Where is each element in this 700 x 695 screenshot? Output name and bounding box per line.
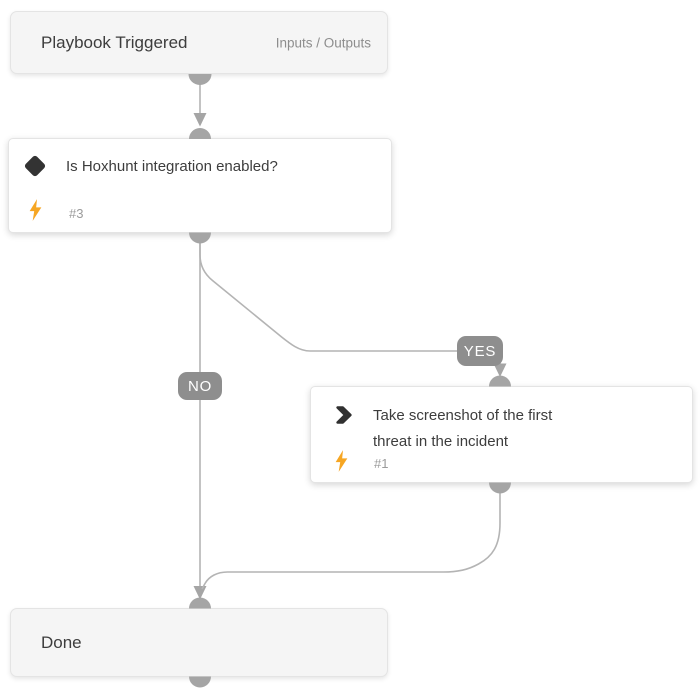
node-condition-is-hoxhunt-enabled[interactable]: Is Hoxhunt integration enabled? #3 bbox=[8, 138, 392, 233]
task-title-line2: threat in the incident bbox=[373, 433, 509, 450]
lightning-bolt-icon bbox=[29, 199, 42, 221]
chevron-right-icon bbox=[334, 405, 354, 425]
lightning-bolt-icon bbox=[335, 450, 348, 472]
connector-done-in[interactable] bbox=[189, 597, 211, 609]
condition-title: Is Hoxhunt integration enabled? bbox=[66, 158, 278, 175]
task-title-line1: Take screenshot of the first bbox=[373, 407, 553, 424]
branch-label-yes: YES bbox=[457, 336, 503, 366]
task-title: Take screenshot of the first threat in t… bbox=[373, 403, 552, 455]
node-playbook-triggered[interactable]: Playbook Triggered Inputs / Outputs bbox=[10, 11, 388, 74]
node-done[interactable]: Done bbox=[10, 608, 388, 677]
condition-task-number: #3 bbox=[69, 206, 84, 221]
connector-done-out[interactable] bbox=[189, 676, 211, 688]
done-title: Done bbox=[41, 632, 82, 652]
branch-label-no: NO bbox=[178, 372, 222, 400]
connector-task-out[interactable] bbox=[489, 482, 511, 494]
arrowhead-into-condition bbox=[193, 113, 207, 127]
edge-task-to-done bbox=[201, 493, 501, 590]
playbook-triggered-title: Playbook Triggered bbox=[41, 32, 188, 52]
connector-task-in[interactable] bbox=[489, 375, 511, 387]
connector-condition-out[interactable] bbox=[189, 232, 211, 244]
node-task-take-screenshot[interactable]: Take screenshot of the first threat in t… bbox=[310, 386, 693, 483]
task-task-number: #1 bbox=[374, 456, 389, 471]
inputs-outputs-link[interactable]: Inputs / Outputs bbox=[275, 35, 371, 50]
connector-trigger-out[interactable] bbox=[188, 74, 212, 85]
condition-diamond-icon bbox=[23, 154, 47, 178]
arrowhead-into-done bbox=[193, 586, 207, 600]
edge-yes-branch bbox=[199, 240, 501, 365]
